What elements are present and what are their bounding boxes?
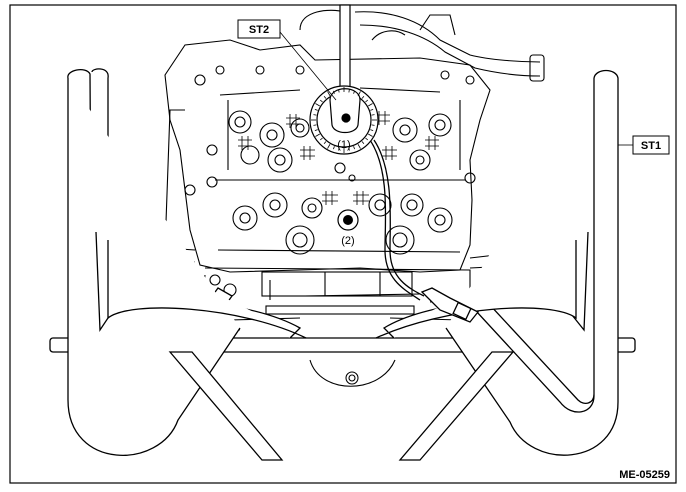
gauge-tick: [319, 99, 323, 103]
gauge-tick: [348, 89, 350, 93]
gauge-tick: [323, 95, 327, 99]
gauge-tick: [313, 114, 317, 116]
gauge-tick: [361, 95, 365, 99]
gauge-tick: [353, 90, 355, 94]
gauge-tick: [348, 147, 350, 151]
label-st2: ST2: [237, 19, 337, 101]
gauge-tick: [327, 91, 331, 96]
gauge-tick: [370, 129, 374, 131]
gauge-tick: [319, 137, 323, 141]
part-2-plug-center: [343, 215, 353, 225]
gauge-tick: [368, 133, 373, 137]
gauge-tick: [313, 124, 317, 126]
figure-code: ME-05259: [619, 469, 670, 481]
gauge-tick: [315, 133, 320, 137]
label-st1-text: ST1: [641, 140, 661, 152]
gauge-tick: [370, 109, 374, 111]
gauge-tick: [333, 146, 335, 150]
engine-stand-st1: [49, 68, 636, 461]
gauge-tick: [338, 89, 340, 93]
angle-gauge-st2: [309, 4, 379, 155]
sensor-cable: [369, 139, 480, 323]
gauge-tick: [353, 146, 355, 150]
label-part-1: (1): [337, 139, 350, 151]
gauge-tick: [357, 91, 361, 96]
gauge-tick: [361, 141, 365, 145]
gauge-tick: [314, 109, 318, 111]
gauge-tick: [323, 141, 327, 145]
label-st2-text: ST2: [249, 24, 269, 36]
gauge-tick: [371, 114, 375, 116]
gauge-tick: [368, 103, 373, 107]
gauge-tick: [327, 144, 331, 149]
gauge-tick: [365, 137, 369, 141]
gauge-tick: [365, 99, 369, 103]
hatch-marks: [238, 111, 439, 205]
label-part-2: (2): [341, 235, 354, 247]
label-st1: ST1: [618, 135, 670, 155]
gauge-tick: [315, 103, 320, 107]
gauge-tick: [314, 129, 318, 131]
gauge-tick: [338, 147, 340, 151]
gauge-tick: [357, 144, 361, 149]
gauge-tick: [371, 124, 375, 126]
gauge-ticks: [311, 87, 377, 153]
gauge-tick: [333, 90, 335, 94]
